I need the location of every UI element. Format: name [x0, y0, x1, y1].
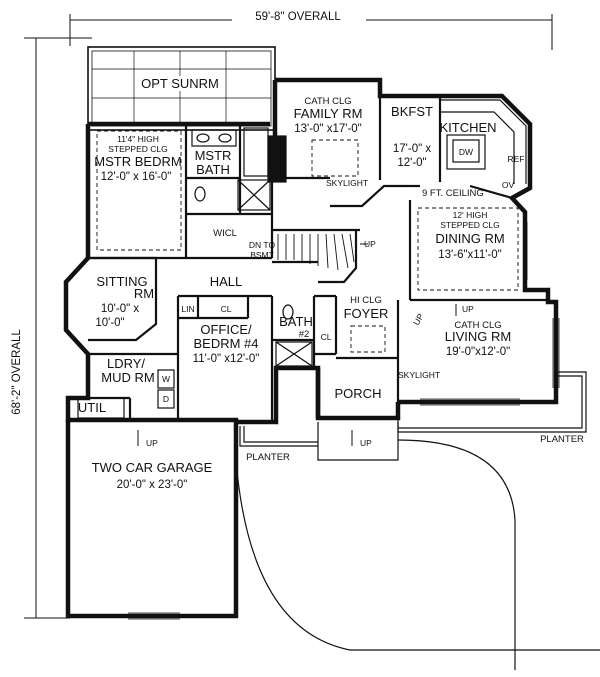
garage-dims: 20'-0" x 23'-0" [117, 479, 188, 491]
washer-label: W [162, 374, 170, 384]
garage-up-label: UP [146, 438, 158, 448]
planters [235, 371, 600, 670]
oven-label: OV [502, 180, 515, 190]
overall-width-label: 59'-8" OVERALL [255, 11, 341, 23]
stairs-up-label: UP [364, 239, 376, 249]
overall-depth-label: 68'-2" OVERALL [11, 329, 23, 415]
kitchen-dims-2: 12'-0" [397, 157, 426, 169]
stair-note-2: BSMT [250, 250, 274, 260]
refrigerator-label: REF [508, 154, 525, 164]
linen-closet-label: LIN [181, 304, 194, 314]
family-room-dims: 13'-0" x17'-0" [294, 123, 362, 135]
living-room-dims: 19'-0"x12'-0" [446, 346, 510, 358]
office-label-1: OFFICE/ [200, 322, 252, 337]
living-skylight-label: SKYLIGHT [398, 370, 440, 380]
living-room-label: LIVING RM [445, 329, 511, 344]
family-room-label: FAMILY RM [294, 106, 363, 121]
dining-room-dims: 13'-6"x11'-0" [438, 249, 502, 261]
office-label-2: BEDRM #4 [193, 336, 258, 351]
family-room-ceiling-note: CATH CLG [304, 96, 351, 107]
garage-label: TWO CAR GARAGE [92, 460, 213, 475]
breakfast-label: BKFST [391, 104, 433, 119]
sunroom-label: OPT SUNRM [141, 76, 219, 91]
dryer-label: D [163, 394, 169, 404]
bath2-number: #2 [299, 329, 310, 340]
kitchen-label: KITCHEN [439, 120, 496, 135]
foyer-label: FOYER [344, 306, 389, 321]
dining-ceiling-note: STEPPED CLG [440, 220, 500, 230]
right-planter-label: PLANTER [540, 434, 584, 445]
office-closet-label: CL [221, 304, 232, 314]
foyer-ceiling-note: HI CLG [350, 295, 382, 306]
foyer-closet-label: CL [321, 332, 332, 342]
master-bedroom-ceiling-note: STEPPED CLG [108, 144, 168, 154]
sitting-room-label-1: SITTING [96, 274, 147, 289]
master-bath-label-2: BATH [196, 162, 230, 177]
room-labels: 11'4" HIGH STEPPED CLG MSTR BEDRM 12'-0"… [78, 96, 525, 491]
ceiling-height-note: 9 FT. CEILING [422, 188, 484, 199]
dining-room-label: DINING RM [435, 231, 504, 246]
laundry-label-2: MUD RM [101, 370, 154, 385]
stair-note-1: DN TO [249, 240, 276, 250]
sitting-room-dims-1: 10'-0" x [101, 303, 139, 315]
porch-up-label: UP [360, 438, 372, 448]
dining-ceiling-height: 12' HIGH [453, 210, 488, 220]
dining-up-label: UP [462, 304, 474, 314]
laundry-label-1: LDRY/ [107, 356, 145, 371]
master-bedroom-label: MSTR BEDRM [94, 154, 181, 169]
living-room-ceiling-note: CATH CLG [454, 320, 501, 331]
windows [128, 222, 560, 620]
family-skylight-label: SKYLIGHT [326, 178, 368, 188]
hall-label: HALL [210, 274, 243, 289]
walk-in-closet-label: WICL [213, 228, 237, 239]
cabinets [77, 99, 527, 419]
dishwasher-label: DW [459, 147, 473, 157]
sitting-room-label-2: RM [134, 286, 154, 301]
stairs [277, 233, 355, 271]
stepped-ceiling-outlines [96, 130, 519, 353]
foyer-up-label: UP [411, 311, 426, 327]
kitchen-dims-1: 17'-0" x [393, 143, 431, 155]
left-planter-label: PLANTER [246, 452, 290, 463]
master-bedroom-dims: 12'-0" x 16'-0" [101, 171, 172, 183]
up-arrows [137, 304, 457, 446]
sitting-room-dims-2: 10'-0" [95, 317, 124, 329]
master-bath-label-1: MSTR [195, 148, 232, 163]
interior-walls [88, 96, 548, 422]
office-dims: 11'-0" x12'-0" [193, 353, 260, 365]
porch-label: PORCH [335, 386, 382, 401]
bath2-label: BATH [279, 314, 313, 329]
utility-label: UTIL [78, 400, 106, 415]
master-bedroom-ceiling-height: 11'4" HIGH [117, 134, 159, 144]
